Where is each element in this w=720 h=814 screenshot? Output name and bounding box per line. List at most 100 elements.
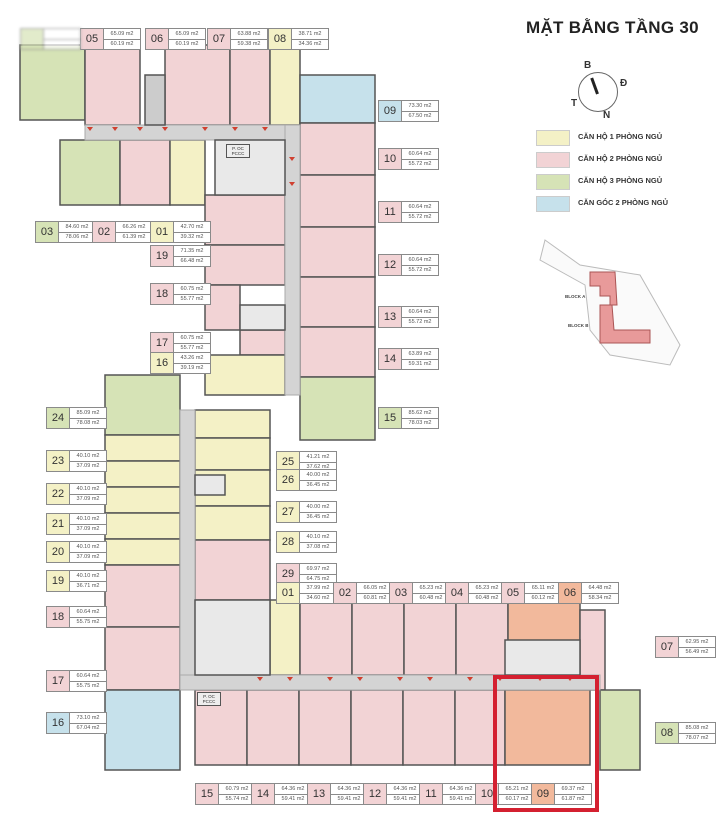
unit-floor-area <box>455 599 509 676</box>
net-area: 55.72 m2 <box>402 158 438 170</box>
gross-area: 38.71 m2 <box>298 30 322 37</box>
page-title: MẶT BẰNG TẦNG 30 <box>526 18 699 37</box>
unit-floor-area <box>269 44 301 126</box>
net-area: 55.72 m2 <box>402 264 438 276</box>
unit-floor-area <box>299 74 376 124</box>
gross-area: 40.10 m2 <box>76 572 100 579</box>
unit-number: 06 <box>559 583 582 603</box>
unit-number: 12 <box>364 784 387 804</box>
net-area: 59.31 m2 <box>402 358 438 370</box>
legend-swatch <box>536 196 570 212</box>
net-area: 59.41 m2 <box>443 793 479 805</box>
gross-area: 40.10 m2 <box>76 515 100 522</box>
stair-core <box>194 599 271 676</box>
unit-floor-area <box>299 376 376 441</box>
entrance-marker-icon <box>257 677 263 681</box>
net-area: 59.41 m2 <box>275 793 311 805</box>
legend-label: CĂN HỘ 2 PHÒNG NGỦ <box>578 154 663 163</box>
unit-floor-area <box>104 460 181 488</box>
unit-number: 07 <box>208 29 231 49</box>
net-area: 39.32 m2 <box>174 231 210 243</box>
unit-floor-area <box>299 122 376 176</box>
gross-area: 65.09 m2 <box>110 30 134 37</box>
gross-area: 66.05 m2 <box>363 584 387 591</box>
gross-area: 63.88 m2 <box>237 30 261 37</box>
site-block-b <box>599 304 651 344</box>
unit-floor-area <box>298 689 352 766</box>
unit-floor-area <box>402 689 456 766</box>
unit-floor-area <box>204 194 286 246</box>
gross-area: 85.09 m2 <box>76 409 100 416</box>
gross-area: 60.64 m2 <box>76 672 100 679</box>
unit-floor-area <box>194 409 271 439</box>
unit-floor-area <box>204 354 286 396</box>
unit-floor-area <box>204 244 286 286</box>
gross-area: 40.10 m2 <box>306 533 330 540</box>
compass-north: B <box>584 60 592 71</box>
legend-label: CĂN HỘ 1 PHÒNG NGỦ <box>578 132 663 141</box>
gross-area: 43.26 m2 <box>180 354 204 361</box>
unit-floor-area <box>104 564 181 628</box>
unit-floor-area <box>299 276 376 328</box>
legend-label: CĂN HỘ 3 PHÒNG NGỦ <box>578 176 663 185</box>
unit-number: 17 <box>47 671 70 691</box>
net-area: 34.60 m2 <box>300 592 336 604</box>
